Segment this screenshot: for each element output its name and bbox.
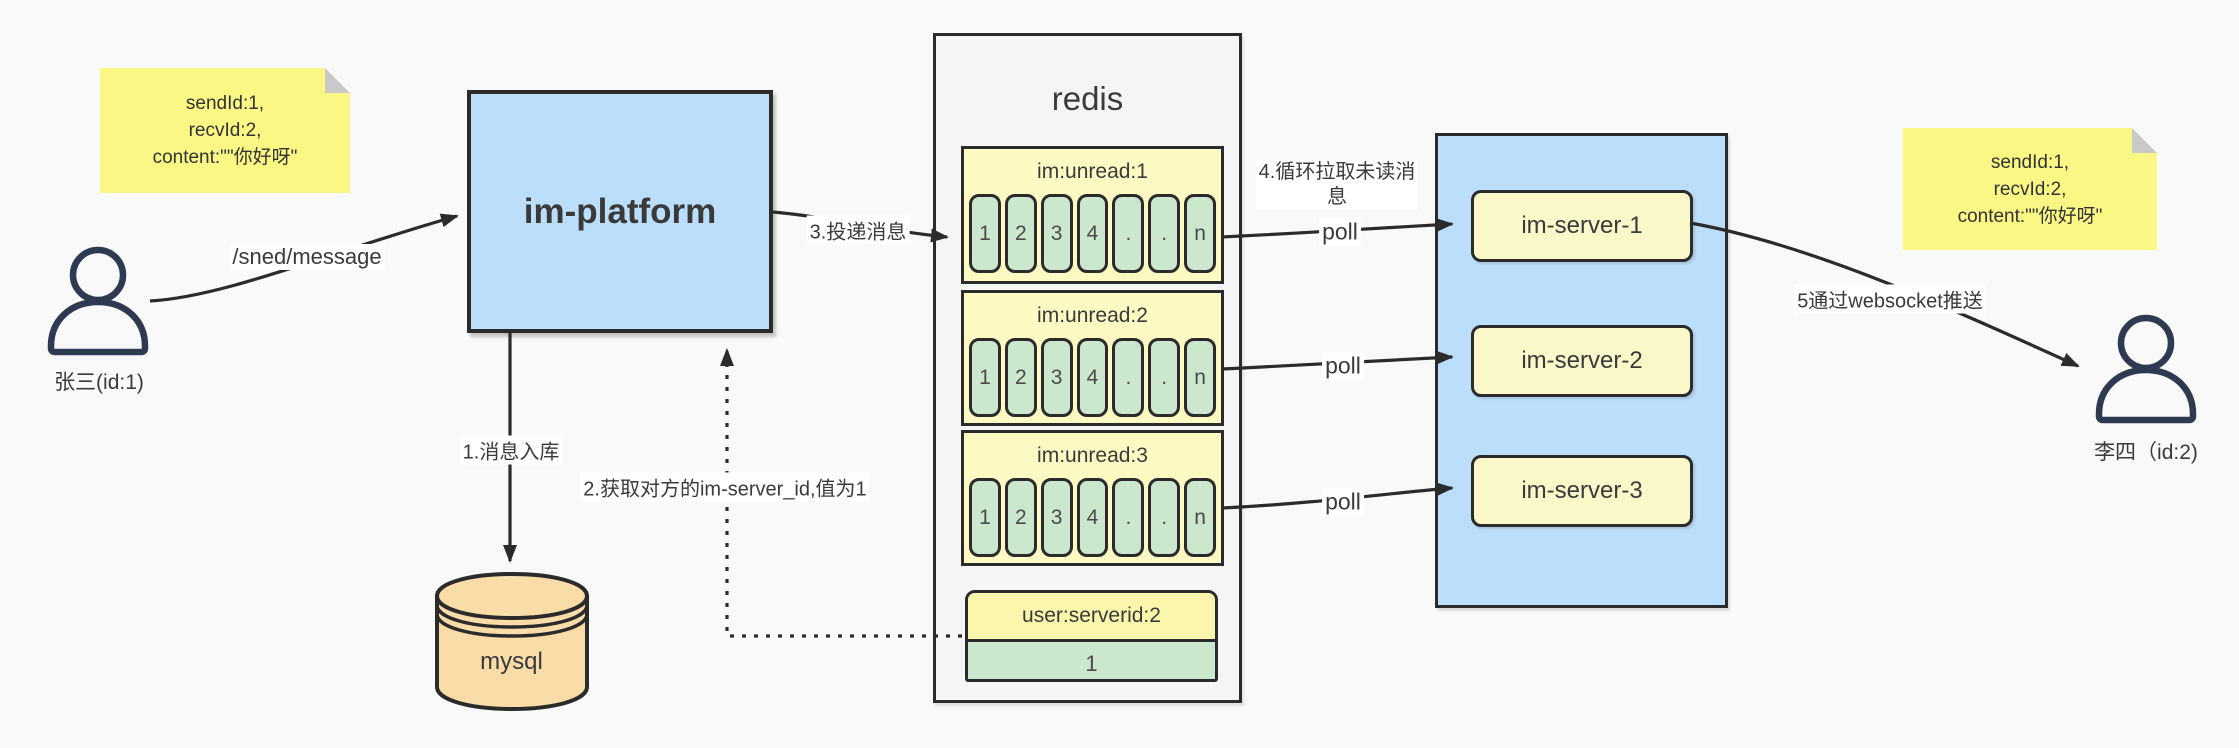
redis-list-unread-1: im:unread:1 1 2 3 4 . . n — [961, 146, 1224, 284]
redis-list-cells: 1 2 3 4 . . n — [964, 194, 1221, 278]
edge-label-lookup: 2.获取对方的im-server_id,值为1 — [580, 472, 870, 502]
redis-title: redis — [1051, 80, 1124, 117]
list-cell: 1 — [969, 338, 1001, 417]
list-cell: 4 — [1076, 338, 1109, 417]
im-server-2-label: im-server-2 — [1521, 347, 1643, 374]
person-receiver-label: 李四（id:2) — [2094, 441, 2198, 464]
person-sender-icon — [47, 246, 149, 356]
list-cell: 1 — [969, 478, 1001, 557]
im-server-1-label: im-server-1 — [1521, 212, 1643, 239]
im-server-3-label: im-server-3 — [1521, 477, 1643, 504]
list-cell: 3 — [1040, 478, 1073, 557]
note-fold-corner — [325, 68, 350, 93]
edge-label-store: 1.消息入库 — [459, 435, 563, 465]
im-server-3-node: im-server-3 — [1471, 455, 1693, 527]
edge-label-poll-note: 4.循环拉取未读消息 — [1256, 160, 1418, 210]
edge-label-send: /sned/message — [229, 244, 385, 270]
note-line: content:""你好呀" — [1957, 205, 2103, 227]
list-cell: n — [1184, 338, 1217, 417]
list-cell: 1 — [969, 194, 1001, 273]
edge-label-poll-3: poll — [1322, 488, 1364, 516]
list-cell: . — [1148, 478, 1181, 557]
sticky-note-right: sendId:1, recvId:2, content:""你好呀" — [1903, 128, 2157, 250]
im-server-2-node: im-server-2 — [1471, 325, 1693, 397]
redis-list-unread-2: im:unread:2 1 2 3 4 . . n — [961, 290, 1224, 426]
note-line: recvId:2, — [1993, 178, 2067, 200]
list-cell: n — [1184, 194, 1217, 273]
note-line: sendId:1, — [185, 93, 265, 114]
redis-kv-key: user:serverid:2 — [968, 593, 1215, 639]
person-receiver-icon — [2095, 314, 2197, 424]
redis-list-cells: 1 2 3 4 . . n — [964, 338, 1221, 422]
edge-label-deliver: 3.投递消息 — [806, 215, 910, 245]
list-cell: 3 — [1040, 194, 1073, 273]
redis-list-unread-3: im:unread:3 1 2 3 4 . . n — [961, 430, 1224, 566]
list-cell: . — [1148, 338, 1181, 417]
list-cell: . — [1148, 194, 1181, 273]
redis-list-key: im:unread:1 — [1037, 159, 1148, 183]
list-cell: 2 — [1004, 338, 1037, 417]
im-server-1-node: im-server-1 — [1471, 190, 1693, 262]
list-cell: 2 — [1004, 478, 1037, 557]
mysql-cylinder-icon — [435, 571, 589, 712]
list-cell: . — [1112, 338, 1145, 417]
note-fold-corner — [2132, 128, 2157, 153]
redis-kv-value: 1 — [968, 639, 1215, 679]
im-platform-label: im-platform — [523, 191, 717, 231]
redis-list-key: im:unread:3 — [1037, 443, 1148, 467]
note-line: content:""你好呀" — [152, 147, 298, 168]
im-platform-node: im-platform — [467, 90, 773, 333]
list-cell: . — [1112, 478, 1145, 557]
list-cell: 3 — [1040, 338, 1073, 417]
sticky-note-left: sendId:1, recvId:2, content:""你好呀" — [100, 68, 350, 193]
redis-list-key: im:unread:2 — [1037, 303, 1148, 327]
edge-label-poll-1: poll — [1319, 218, 1361, 246]
note-line: recvId:2, — [188, 120, 262, 141]
person-sender-label: 张三(id:1) — [54, 371, 144, 394]
im-server-cluster: im-server-1 im-server-2 im-server-3 — [1435, 133, 1728, 608]
list-cell: . — [1112, 194, 1145, 273]
edge-label-push: 5通过websocket推送 — [1794, 284, 1986, 314]
list-cell: 2 — [1004, 194, 1037, 273]
mysql-label: mysql — [480, 648, 543, 675]
edge-label-poll-2: poll — [1322, 352, 1364, 380]
list-cell: n — [1184, 478, 1217, 557]
redis-list-cells: 1 2 3 4 . . n — [964, 478, 1221, 562]
list-cell: 4 — [1076, 478, 1109, 557]
redis-kv-user-serverid: user:serverid:2 1 — [965, 590, 1218, 682]
note-line: sendId:1, — [1990, 151, 2070, 173]
list-cell: 4 — [1076, 194, 1109, 273]
redis-container: redis im:unread:1 1 2 3 4 . . n im:unrea… — [933, 33, 1242, 703]
